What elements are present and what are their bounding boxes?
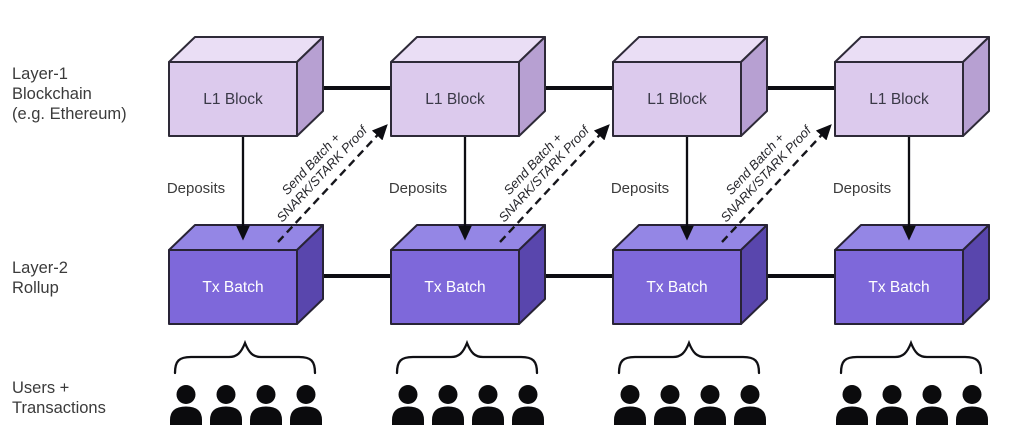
person-icon	[614, 385, 646, 425]
l1-block-3-label: L1 Block	[647, 91, 707, 108]
l1-block-2	[391, 37, 545, 136]
layer1-row-label-line1: Layer-1	[12, 65, 68, 83]
layer2-row-label-line2: Rollup	[12, 279, 59, 297]
send-batch-label-2-line2: SNARK/STARK Proof	[495, 122, 592, 225]
l1-block-2-label: L1 Block	[425, 91, 485, 108]
deposits-label-4: Deposits	[833, 180, 891, 197]
layer1-row-label-line3: (e.g. Ethereum)	[12, 105, 127, 123]
deposits-label-3: Deposits	[611, 180, 669, 197]
users-row-label-line1: Users +	[12, 379, 70, 397]
person-icon	[916, 385, 948, 425]
users-brace-4	[839, 341, 983, 375]
person-icon	[432, 385, 464, 425]
send-batch-arrow-1	[277, 124, 388, 243]
users-group-1	[170, 385, 322, 425]
send-batch-arrow-2	[499, 124, 610, 243]
l1-block-1	[169, 37, 323, 136]
person-icon	[472, 385, 504, 425]
tx-batch-1-label: Tx Batch	[202, 279, 263, 296]
person-icon	[210, 385, 242, 425]
users-brace-2	[395, 341, 539, 375]
send-batch-arrow-3	[721, 124, 832, 243]
deposits-label-1: Deposits	[167, 180, 225, 197]
layer2-row-label: Layer-2 Rollup	[12, 258, 68, 298]
person-icon	[956, 385, 988, 425]
person-icon	[290, 385, 322, 425]
l1-block-3	[613, 37, 767, 136]
tx-batch-4	[835, 225, 989, 324]
person-icon	[694, 385, 726, 425]
l1-block-1-label: L1 Block	[203, 91, 263, 108]
send-batch-label-1-line2: SNARK/STARK Proof	[273, 122, 370, 225]
deposits-label-2: Deposits	[389, 180, 447, 197]
person-icon	[170, 385, 202, 425]
person-icon	[392, 385, 424, 425]
tx-batch-2	[391, 225, 545, 324]
layer1-row-label: Layer-1 Blockchain (e.g. Ethereum)	[12, 64, 127, 124]
users-brace-3	[617, 341, 761, 375]
users-group-2	[392, 385, 544, 425]
person-icon	[654, 385, 686, 425]
person-icon	[734, 385, 766, 425]
layer2-row-label-line1: Layer-2	[12, 259, 68, 277]
person-icon	[836, 385, 868, 425]
tx-batch-3-label: Tx Batch	[646, 279, 707, 296]
users-row-label: Users + Transactions	[12, 378, 106, 418]
person-icon	[512, 385, 544, 425]
tx-batch-4-label: Tx Batch	[868, 279, 929, 296]
send-batch-label-3-line2: SNARK/STARK Proof	[717, 122, 814, 225]
tx-batch-3	[613, 225, 767, 324]
person-icon	[250, 385, 282, 425]
tx-batch-2-label: Tx Batch	[424, 279, 485, 296]
l1-block-4	[835, 37, 989, 136]
users-row-label-line2: Transactions	[12, 399, 106, 417]
l1-block-4-label: L1 Block	[869, 91, 929, 108]
layer1-row-label-line2: Blockchain	[12, 85, 92, 103]
person-icon	[876, 385, 908, 425]
users-group-4	[836, 385, 988, 425]
tx-batch-1	[169, 225, 323, 324]
users-brace-1	[173, 341, 317, 375]
users-group-3	[614, 385, 766, 425]
